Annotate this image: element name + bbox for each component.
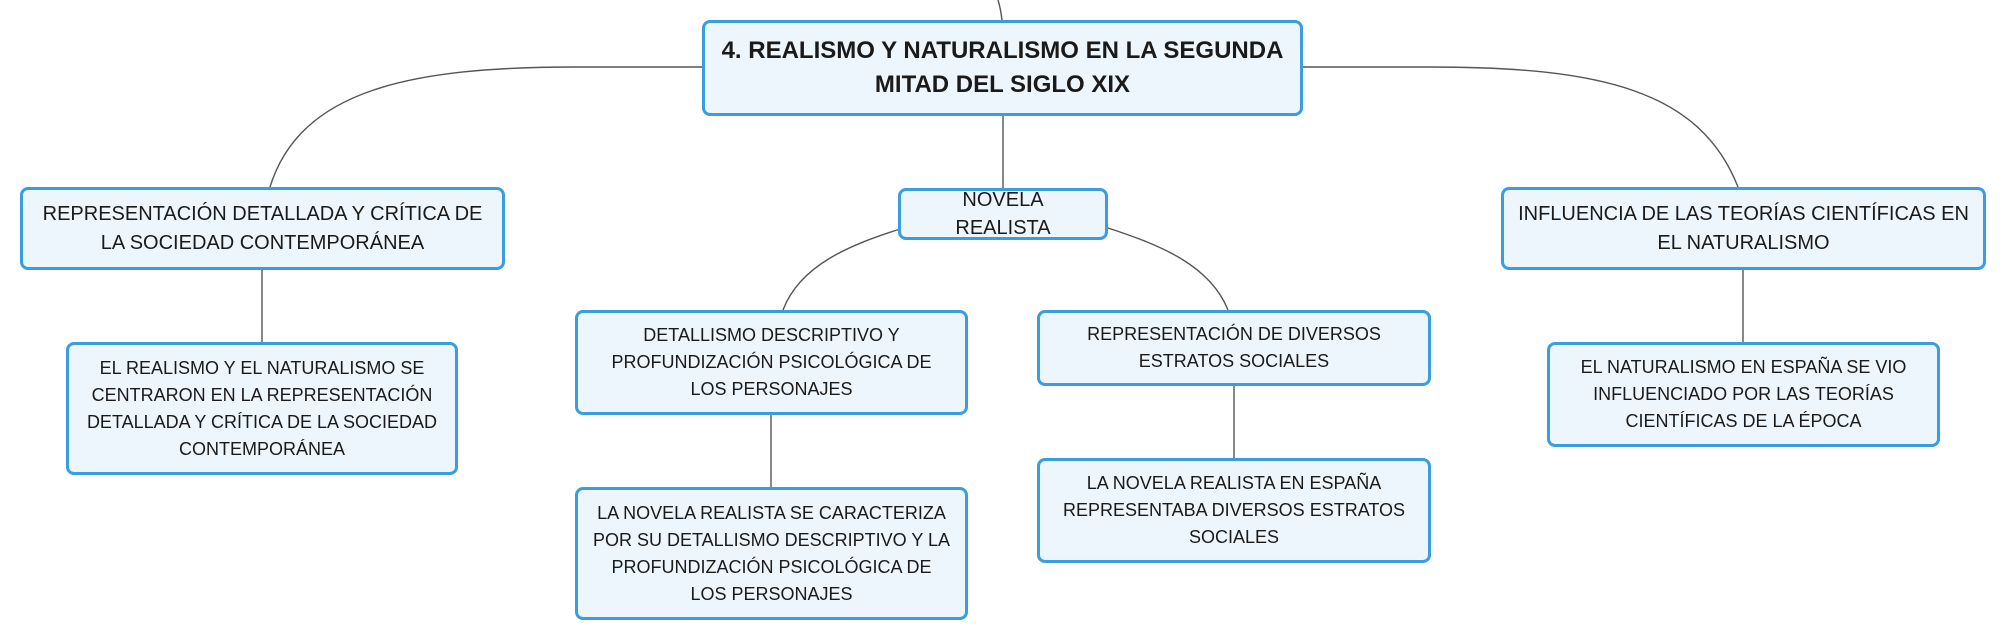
subtopic-novela-caracteriza[interactable]: LA NOVELA REALISTA SE CARACTERIZA POR SU…	[575, 487, 968, 620]
subtopic-label: REPRESENTACIÓN DE DIVERSOS ESTRATOS SOCI…	[1087, 324, 1381, 371]
subtopic-novela-espana[interactable]: LA NOVELA REALISTA EN ESPAÑA REPRESENTAB…	[1037, 458, 1431, 563]
connector-novela-to-detallismo	[782, 228, 901, 311]
topic-sociedad-contemporanea[interactable]: REPRESENTACIÓN DETALLADA Y CRÍTICA DE LA…	[20, 187, 505, 270]
subtopic-label: DETALLISMO DESCRIPTIVO Y PROFUNDIZACIÓN …	[611, 325, 932, 399]
subtopic-detallismo-descriptivo[interactable]: DETALLISMO DESCRIPTIVO Y PROFUNDIZACIÓN …	[575, 310, 968, 415]
topic-teorias-cientificas[interactable]: INFLUENCIA DE LAS TEORÍAS CIENTÍFICAS EN…	[1501, 187, 1986, 270]
subtopic-label: EL NATURALISMO EN ESPAÑA SE VIO INFLUENC…	[1580, 357, 1907, 431]
subtopic-label: EL REALISMO Y EL NATURALISMO SE CENTRARO…	[86, 357, 438, 459]
subtopic-realismo-naturalismo[interactable]: EL REALISMO Y EL NATURALISMO SE CENTRARO…	[66, 342, 458, 475]
connector-root-parent	[997, 0, 1003, 21]
connector-root-to-sociedad	[269, 66, 702, 188]
subtopic-estratos-sociales[interactable]: REPRESENTACIÓN DE DIVERSOS ESTRATOS SOCI…	[1037, 310, 1431, 386]
subtopic-naturalismo-espana[interactable]: EL NATURALISMO EN ESPAÑA SE VIO INFLUENC…	[1547, 342, 1940, 447]
root-topic[interactable]: 4. REALISMO Y NATURALISMO EN LA SEGUNDA …	[702, 20, 1303, 116]
connector-novela-to-estratos	[1107, 227, 1229, 311]
subtopic-label: LA NOVELA REALISTA SE CARACTERIZA POR SU…	[592, 502, 951, 604]
topic-novela-realista[interactable]: NOVELA REALISTA	[898, 188, 1108, 240]
topic-label: REPRESENTACIÓN DETALLADA Y CRÍTICA DE LA…	[42, 203, 483, 254]
root-topic-label: 4. REALISMO Y NATURALISMO EN LA SEGUNDA …	[721, 36, 1284, 98]
subtopic-label: LA NOVELA REALISTA EN ESPAÑA REPRESENTAB…	[1062, 473, 1406, 547]
connector-root-to-influencia	[1303, 66, 1739, 188]
topic-label: INFLUENCIA DE LAS TEORÍAS CIENTÍFICAS EN…	[1518, 203, 1969, 254]
topic-label: NOVELA REALISTA	[955, 188, 1051, 239]
